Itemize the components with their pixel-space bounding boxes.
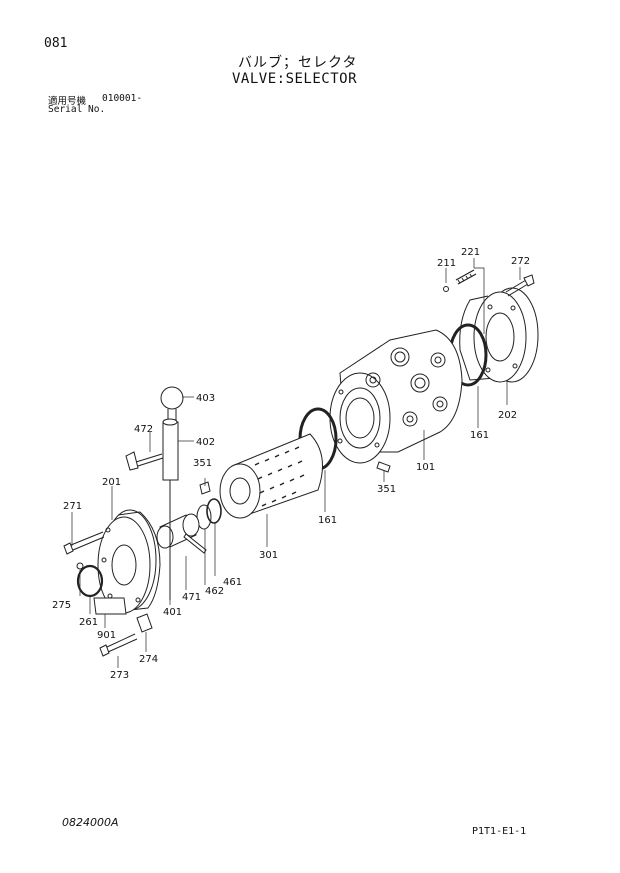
end-cover-202 — [459, 287, 539, 383]
label-101: 101 — [416, 462, 435, 473]
part-labels: 221 211 272 202 161 101 351 161 301 351 … — [52, 247, 530, 681]
label-273: 273 — [110, 670, 129, 681]
bolt-272 — [505, 274, 535, 297]
label-472: 472 — [134, 424, 153, 435]
label-351-right: 351 — [377, 484, 396, 495]
page-number: 081 — [44, 36, 68, 51]
document-code: 0824000A — [62, 816, 119, 829]
label-211: 211 — [437, 258, 456, 269]
title-english: VALVE:SELECTOR — [232, 71, 358, 87]
label-202: 202 — [498, 410, 517, 421]
bolt-271 — [63, 531, 105, 555]
label-221: 221 — [461, 247, 480, 258]
label-275: 275 — [52, 600, 71, 611]
label-471: 471 — [182, 592, 201, 603]
ring-461 — [206, 498, 222, 524]
label-401: 401 — [163, 607, 182, 618]
label-261: 261 — [79, 617, 98, 628]
valve-body-101 — [329, 329, 463, 464]
spring-221 — [455, 269, 477, 285]
lever-402 — [160, 386, 184, 600]
label-301: 301 — [259, 550, 278, 561]
serial-number: 010001- — [102, 93, 143, 104]
seal-261 — [76, 564, 104, 598]
label-462: 462 — [205, 586, 224, 597]
label-161-left: 161 — [318, 515, 337, 526]
label-403: 403 — [196, 393, 215, 404]
fitting-274 — [136, 613, 153, 633]
end-cover-201 — [97, 509, 161, 614]
label-161-right: 161 — [470, 430, 489, 441]
plug-351-right — [376, 461, 391, 473]
plate-901 — [93, 597, 127, 615]
spool-301 — [219, 433, 323, 519]
serial-label-japanese: 適用号機 — [48, 96, 87, 107]
label-201: 201 — [102, 477, 121, 488]
label-461: 461 — [223, 577, 242, 588]
title-japanese: バルブ；セレクタ — [238, 55, 358, 71]
label-351-left: 351 — [193, 458, 212, 469]
bolt-273 — [99, 633, 138, 657]
wing-bolt-472 — [125, 451, 164, 471]
label-402: 402 — [196, 437, 215, 448]
serial-label-english: Serial No. — [48, 104, 106, 115]
page-code: P1T1-E1-1 — [472, 826, 527, 837]
label-274: 274 — [139, 654, 158, 665]
pin-471 — [183, 533, 207, 554]
washer-275 — [76, 562, 84, 570]
label-271: 271 — [63, 501, 82, 512]
label-272: 272 — [511, 256, 530, 267]
leader-lines — [71, 258, 521, 668]
ball-211 — [443, 286, 449, 292]
label-901: 901 — [97, 630, 116, 641]
